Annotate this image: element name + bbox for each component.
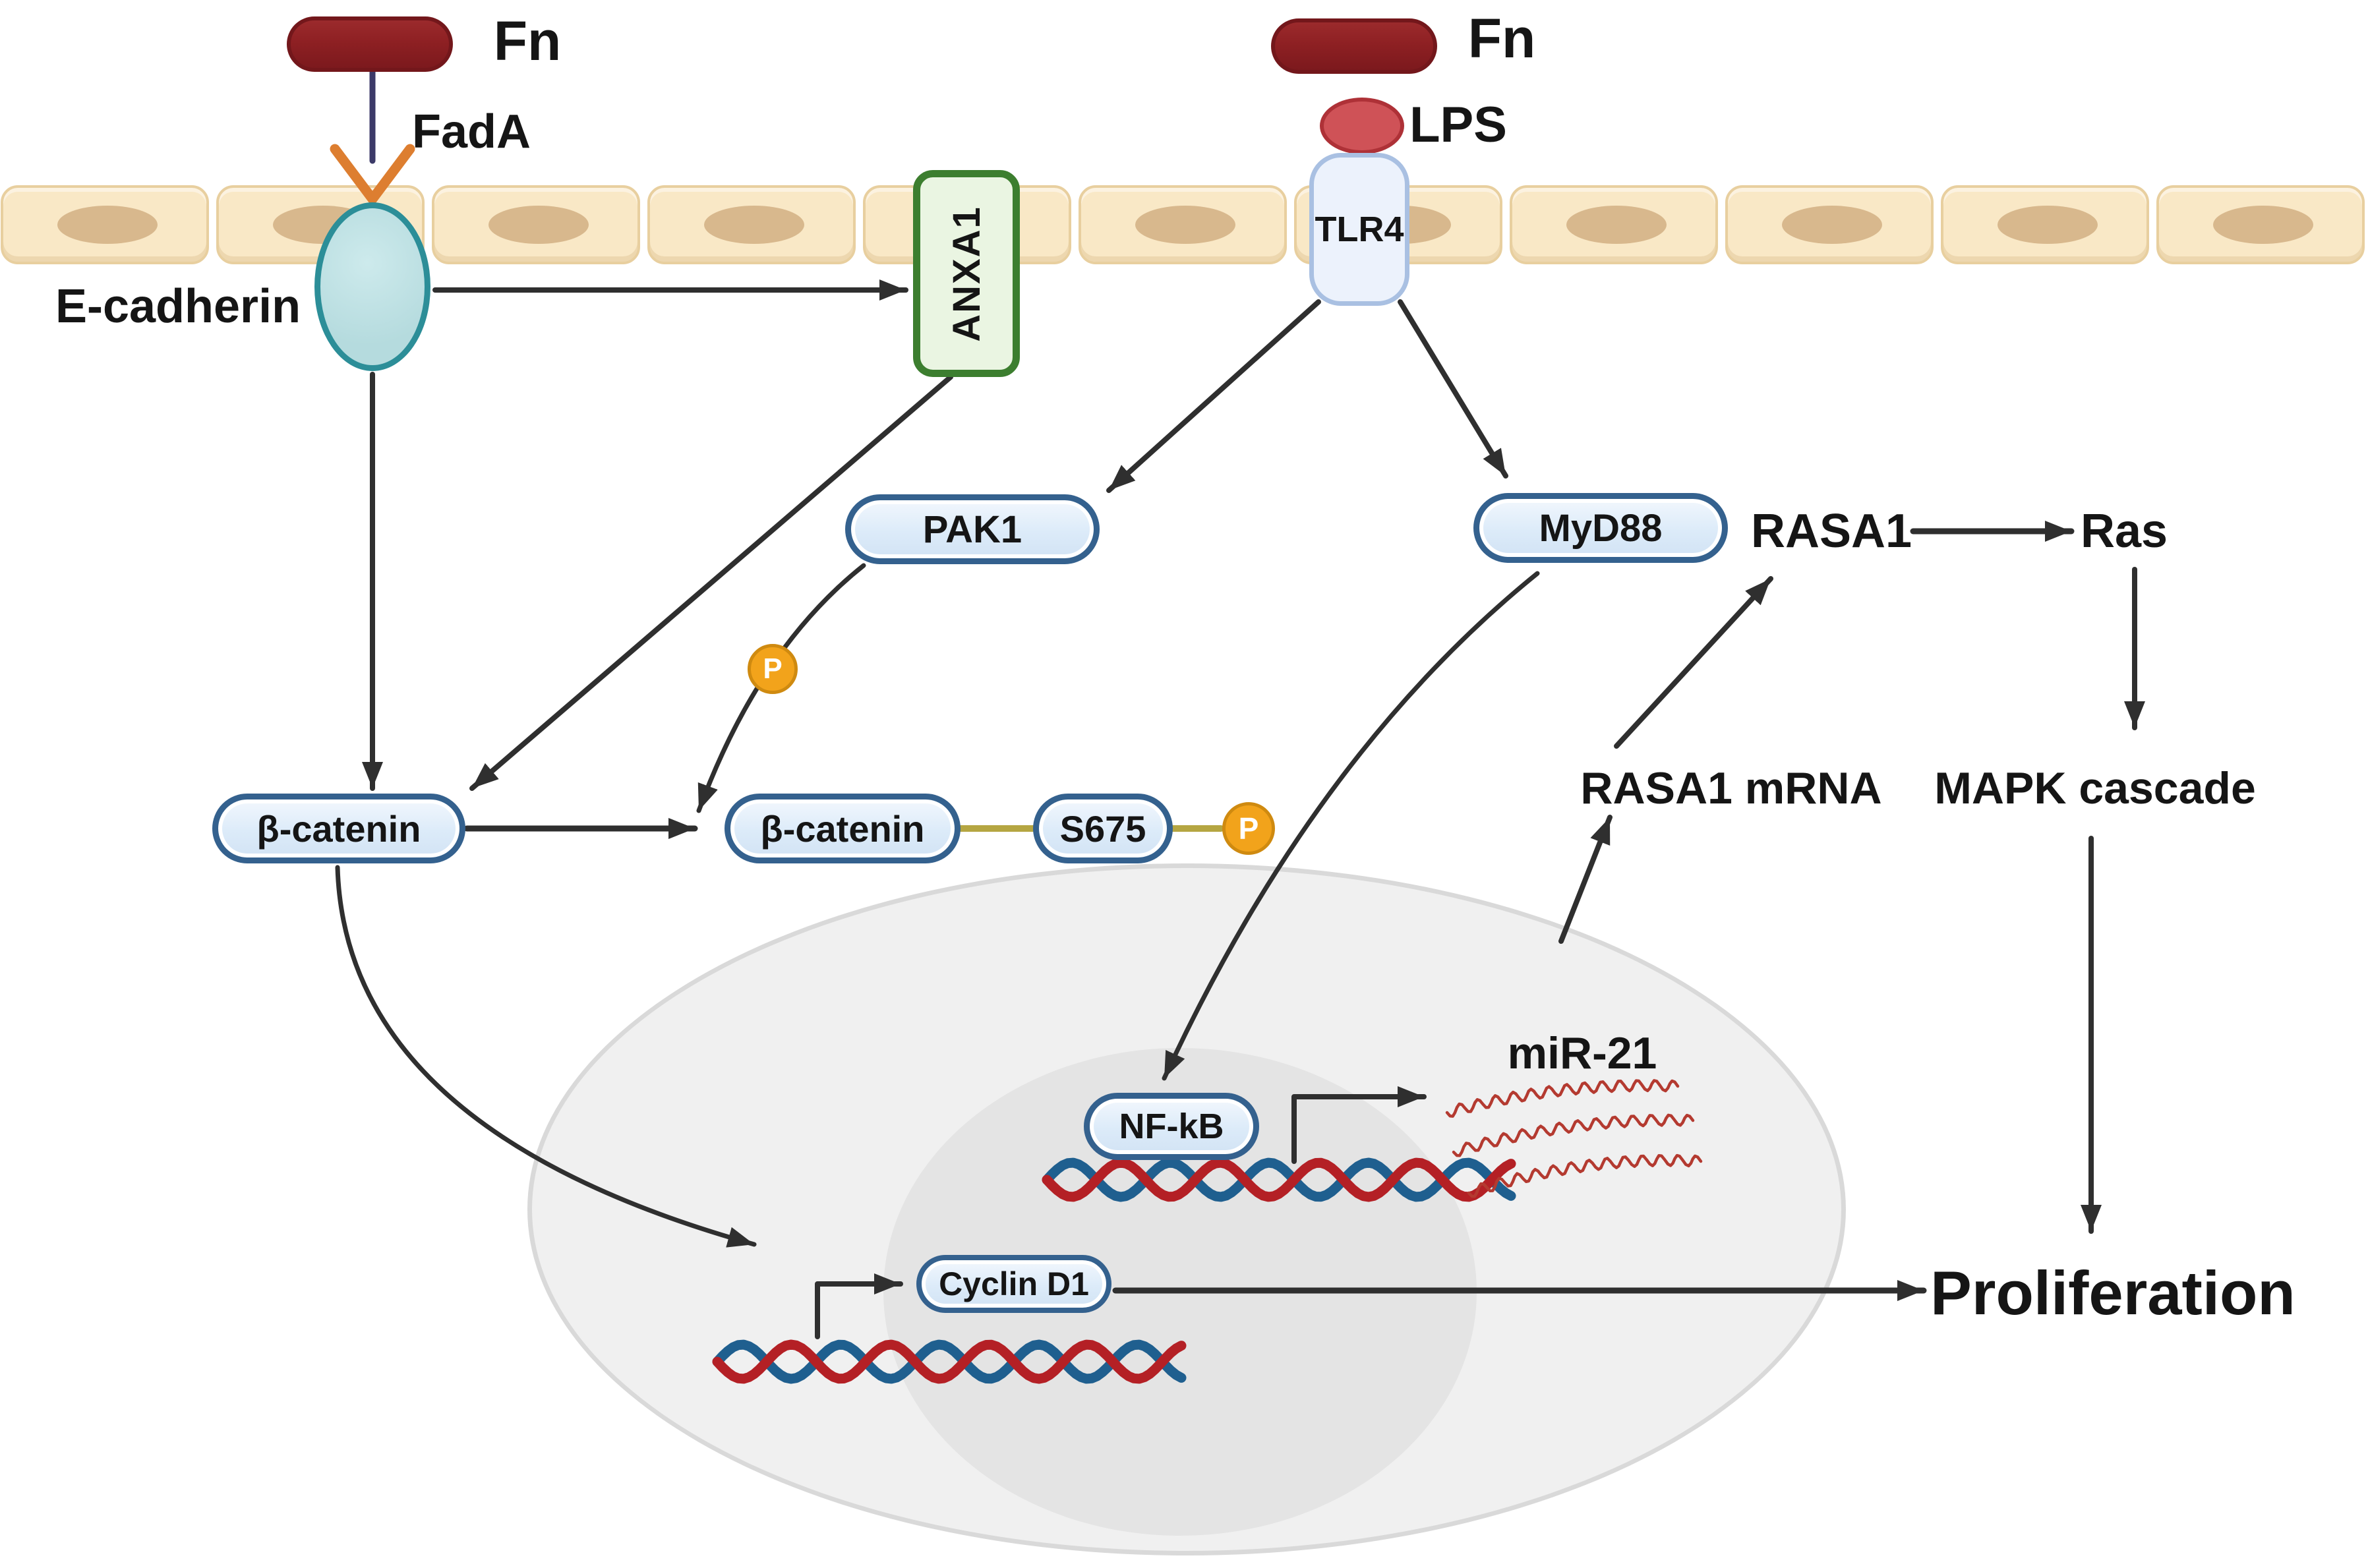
fusobacterium-icon-left [287, 16, 453, 72]
epithelial-cell [647, 185, 856, 264]
phosphate-icon-s675: P [1222, 802, 1275, 855]
tlr4-label: TLR4 [1315, 210, 1404, 249]
epithelial-cell-nucleus-icon [1566, 206, 1667, 244]
epithelial-cell-nucleus-icon [704, 206, 804, 244]
arrow-mir21-to-rasa1mrna [1558, 815, 1613, 944]
phosphate-icon-pak1: P [748, 644, 798, 694]
label-proliferation: Proliferation [1930, 1258, 2295, 1327]
tlr4-receptor: TLR4 [1309, 153, 1409, 306]
label-mir21: miR-21 [1507, 1028, 1657, 1078]
epithelial-cell [1, 185, 209, 264]
label-fn-right: Fn [1467, 7, 1536, 69]
arrow-tlr4-to-myd88 [1398, 299, 1508, 479]
lps-molecule-icon [1320, 98, 1404, 154]
label-mapk-cascade: MAPK cascade [1934, 763, 2256, 813]
label-fada: FadA [412, 105, 531, 158]
fusobacterium-icon-right [1271, 18, 1437, 74]
label-e-cadherin: E-cadherin [55, 280, 301, 333]
anxa1-channel: ANXA1 [913, 170, 1020, 377]
epithelial-cell-nucleus-icon [1135, 206, 1235, 244]
label-rasa1-mrna: RASA1 mRNA [1580, 763, 1882, 813]
epithelial-cell [2156, 185, 2365, 264]
label-rasa1: RASA1 [1750, 505, 1912, 558]
epithelial-cell [432, 185, 640, 264]
node-beta-catenin-phospho: β-catenin [725, 794, 961, 863]
label-lps: LPS [1409, 97, 1507, 153]
node-pak1: PAK1 [845, 494, 1100, 564]
epithelial-cell-nucleus-icon [488, 206, 589, 244]
epithelial-cell-nucleus-icon [2213, 206, 2313, 244]
node-nfkb: NF-kB [1084, 1093, 1259, 1160]
epithelial-cell [1941, 185, 2149, 264]
e-cadherin-receptor-icon [314, 202, 430, 371]
epithelial-cell [1510, 185, 1718, 264]
node-beta-catenin: β-catenin [212, 794, 465, 863]
label-fn-left: Fn [493, 10, 562, 72]
anxa1-label: ANXA1 [945, 205, 988, 342]
arrow-anxa1-to-bcatenin [469, 374, 953, 791]
node-s675: S675 [1033, 794, 1173, 863]
label-ras: Ras [2080, 505, 2168, 558]
arrow-rasa1mrna-to-rasa1 [1614, 576, 1773, 749]
epithelial-cell [1079, 185, 1287, 264]
node-myd88: MyD88 [1473, 493, 1728, 563]
node-cyclin-d1: Cyclin D1 [916, 1255, 1111, 1313]
epithelial-cell-nucleus-icon [57, 206, 158, 244]
arrow-tlr4-to-pak1 [1106, 299, 1321, 493]
epithelial-cell-nucleus-icon [1998, 206, 2098, 244]
epithelial-cell-nucleus-icon [1782, 206, 1882, 244]
epithelial-cell [1725, 185, 1934, 264]
